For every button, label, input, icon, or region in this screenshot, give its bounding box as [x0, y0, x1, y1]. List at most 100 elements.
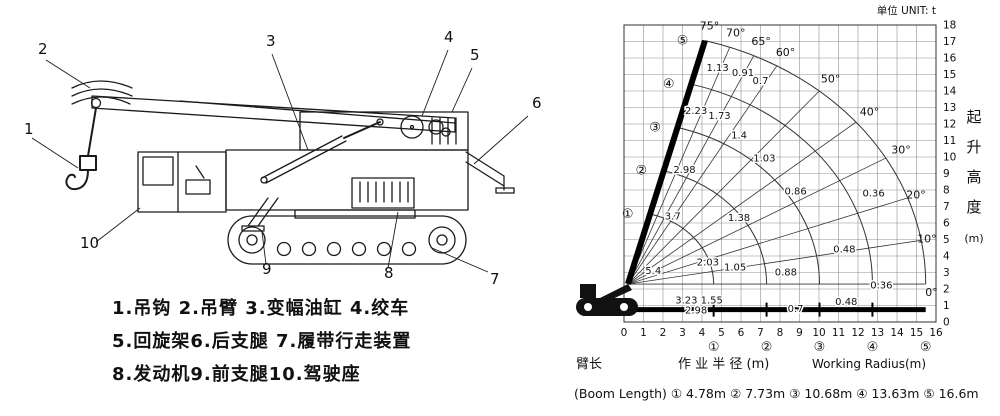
parts-legend-line-1: 1.吊钩 2.吊臂 3.变幅油缸 4.绞车	[112, 297, 409, 319]
callout-number: 8	[384, 264, 394, 282]
crawler-track	[227, 215, 467, 265]
load-value-label: 0.7	[753, 76, 769, 87]
load-value-label: 0.36	[870, 281, 892, 292]
callout-number: 4	[444, 28, 454, 46]
x-tick-label: 9	[796, 327, 803, 339]
y-tick-label: 8	[943, 185, 950, 197]
x-axis-label-en: Working Radius(m)	[812, 357, 926, 371]
load-value-label: 1.13	[706, 63, 728, 74]
y-tick-label: 16	[943, 53, 957, 65]
load-value-label: 1.05	[724, 263, 746, 274]
callout-number: 6	[532, 94, 542, 112]
boom-length-arc	[691, 83, 873, 285]
boom-length-legend: (Boom Length) ① 4.78m ② 7.73m ③ 10.68m ④…	[574, 386, 979, 401]
boom-angle-line	[627, 157, 886, 285]
angle-label: 60°	[776, 46, 796, 59]
crawler-base-silhouette	[576, 284, 638, 316]
load-value-label: 0.86	[784, 187, 806, 198]
unit-label: 单位 UNIT: t	[877, 4, 936, 17]
y-tick-label: 2	[943, 284, 950, 296]
x-tick-label: 12	[851, 327, 864, 339]
boom-length-arc	[649, 213, 715, 285]
y-tick-label: 11	[943, 135, 956, 147]
x-tick-label: 13	[871, 327, 884, 339]
x-axis-label-cn: 作 业 半 径 (m)	[678, 357, 769, 372]
load-value-label: 2.23	[685, 106, 707, 117]
x-tick-label: 6	[738, 327, 745, 339]
boom-mark-75: ⑤	[677, 34, 689, 49]
x-tick-label: 5	[718, 327, 725, 339]
y-axis-title-char: 度	[966, 198, 981, 216]
y-tick-label: 0	[943, 317, 950, 329]
x-tick-label: 11	[832, 327, 845, 339]
chart-grid	[623, 24, 937, 323]
y-tick-label: 7	[943, 201, 950, 213]
angle-label: 75°	[700, 19, 720, 32]
callout-leader	[451, 67, 473, 113]
front-outrigger	[241, 197, 279, 232]
angle-label: 30°	[891, 144, 911, 157]
load-value-label: 3.7	[665, 211, 681, 222]
y-tick-label: 15	[943, 69, 956, 81]
angle-label: 65°	[751, 35, 771, 48]
angle-label: 20°	[906, 188, 926, 201]
x-tick-label: 2	[660, 327, 667, 339]
y-tick-label: 3	[943, 267, 950, 279]
x-tick-label: 1	[640, 327, 647, 339]
x-tick-label: 4	[699, 327, 706, 339]
boom-angle-line	[627, 121, 857, 285]
load-value-label: 2.03	[697, 258, 719, 269]
boom-mark-axis: ④	[867, 340, 879, 355]
y-axis-title-char: 高	[966, 168, 981, 186]
angle-label: 40°	[860, 106, 880, 119]
callout-leader	[473, 115, 529, 165]
callout-number: 2	[38, 40, 48, 58]
load-value-label: 5.4	[645, 266, 661, 277]
load-value-label: 0.7	[788, 304, 804, 315]
boom-mark-axis: ②	[761, 340, 773, 355]
load-value-label: 1.73	[708, 111, 730, 122]
angle-label: 50°	[821, 73, 841, 86]
x-tick-label: 3	[679, 327, 686, 339]
winch	[400, 115, 444, 139]
y-axis-title-char: 起	[966, 108, 981, 126]
x-tick-label: 15	[910, 327, 923, 339]
parts-legend-line-3: 8.发动机9.前支腿10.驾驶座	[112, 363, 361, 385]
boom-mark-75: ①	[622, 207, 634, 222]
callout-leader	[31, 137, 79, 169]
y-tick-label: 18	[943, 20, 956, 32]
boom-angle-line	[627, 197, 908, 285]
boom-mark-axis: ⑤	[920, 340, 932, 355]
callout-number: 1	[24, 120, 34, 138]
y-tick-label: 10	[943, 152, 956, 164]
boom-angle-line	[627, 90, 820, 285]
x-tick-label: 16	[929, 327, 943, 339]
y-tick-label: 14	[943, 86, 957, 98]
engine	[351, 177, 415, 209]
x-tick-label: 7	[757, 327, 764, 339]
carbody	[294, 209, 416, 219]
boom-length-arc	[677, 126, 820, 285]
boom-angle-line	[627, 47, 731, 285]
boom-angle-line	[627, 239, 922, 285]
boom-mark-75: ③	[649, 120, 661, 135]
y-tick-label: 5	[943, 234, 950, 246]
boom-length-label-cn: 臂长	[576, 357, 602, 372]
y-tick-label: 4	[943, 251, 950, 263]
load-value-label: 0.48	[835, 297, 857, 308]
y-tick-label: 6	[943, 218, 950, 230]
rotating-frame	[225, 111, 469, 211]
load-value-label: 0.48	[833, 244, 855, 255]
boom-75deg	[625, 39, 708, 285]
load-value-label: 1.55	[701, 296, 723, 307]
callout-leader	[95, 207, 141, 243]
angle-label: 70°	[726, 26, 746, 39]
load-value-label: 0.88	[775, 268, 797, 279]
